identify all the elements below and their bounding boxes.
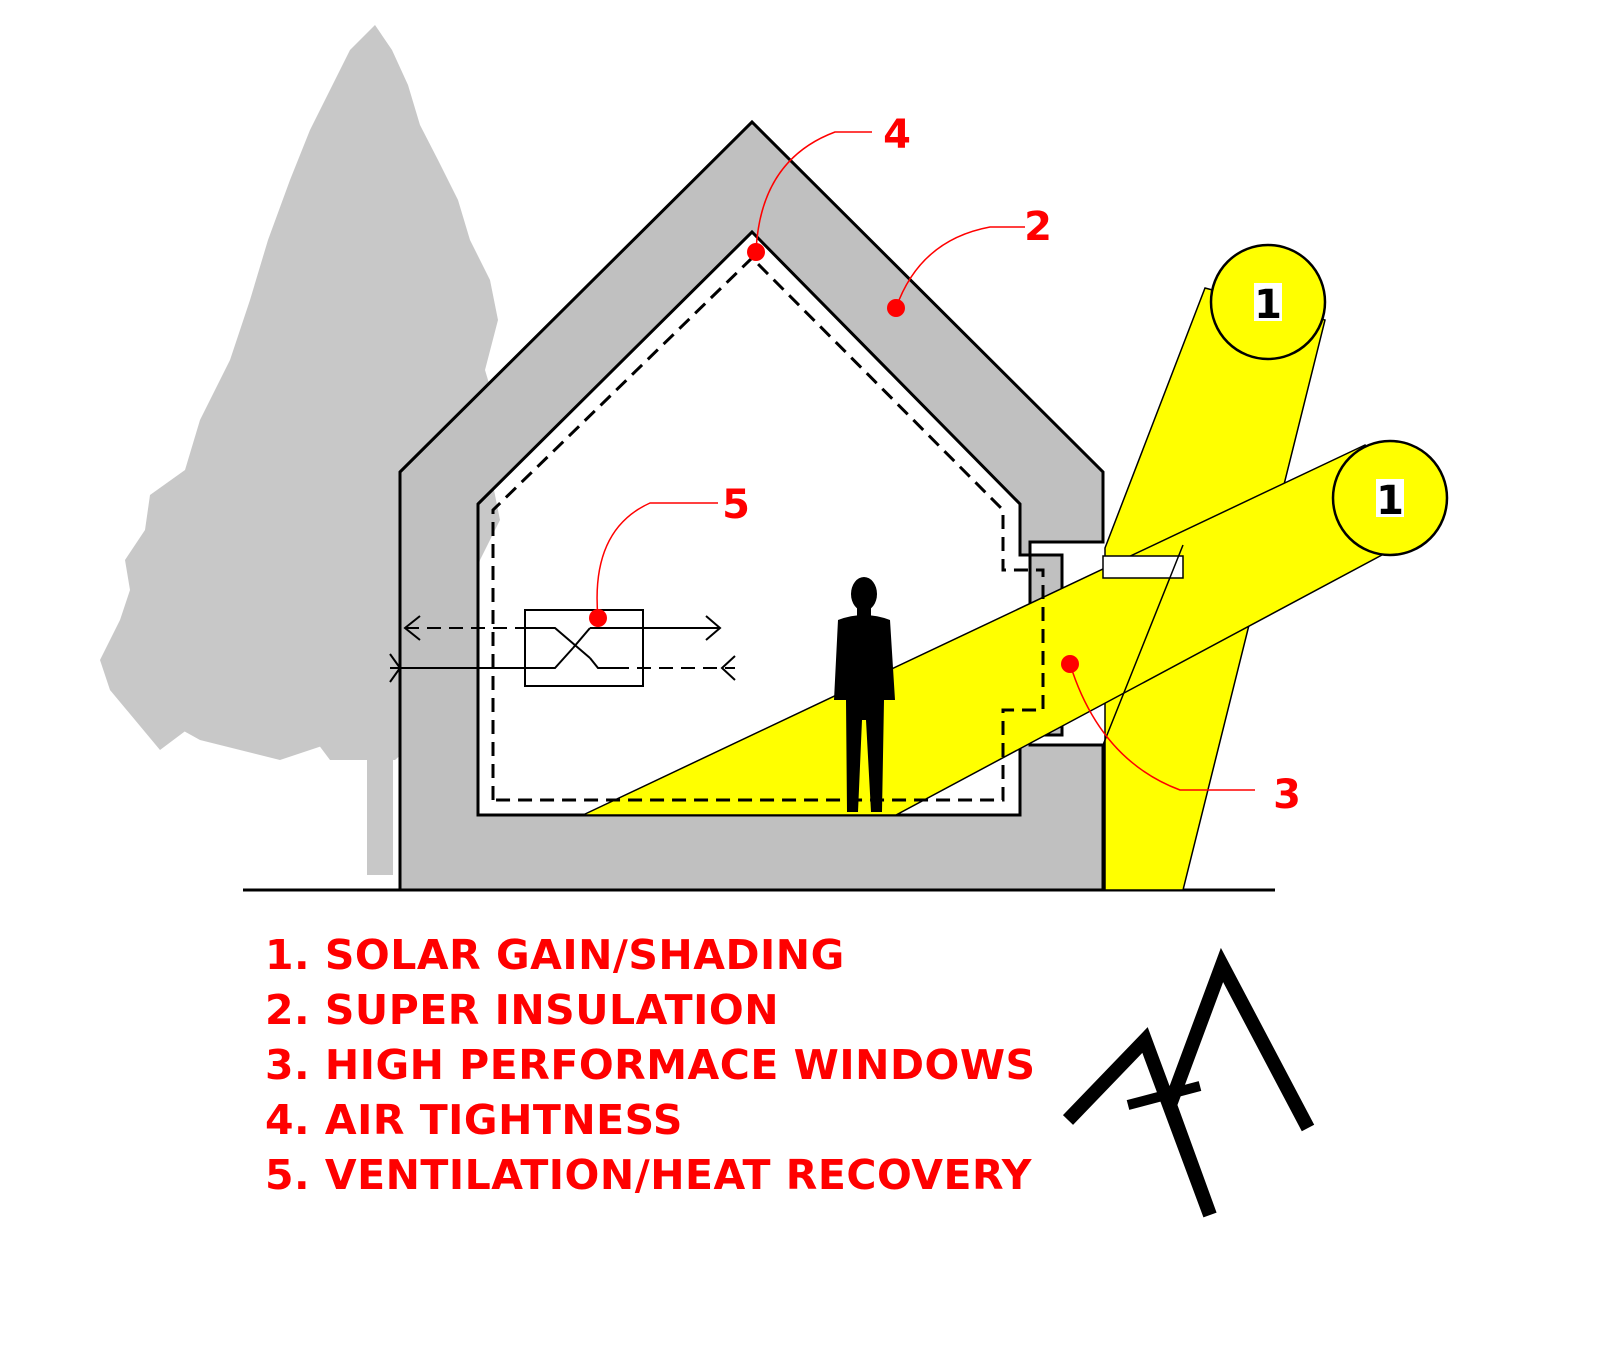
legend-item-super-insulation: 2. SUPER INSULATION [265,986,780,1034]
logo-mark [1062,947,1315,1218]
legend-item-solar-gain: 1. SOLAR GAIN/SHADING [265,931,845,979]
window-glazing [1102,555,1184,579]
heat-recovery-unit-icon [389,609,736,687]
sun-circle-1: 1 [1209,243,1327,361]
callout-label-4: 4 [883,112,911,158]
callout-dot-5 [589,609,607,627]
callout-leaders [596,131,1255,791]
callout-label-3: 3 [1273,772,1301,818]
person-silhouette [834,577,895,812]
callout-label-2: 2 [1024,204,1052,250]
sun-label-2: 1 [1376,478,1404,524]
sun-beam-window [582,443,1396,816]
sun-label-1: 1 [1254,282,1282,328]
legend-item-ventilation: 5. VENTILATION/HEAT RECOVERY [265,1151,1032,1199]
legend-item-windows: 3. HIGH PERFORMACE WINDOWS [265,1041,1036,1089]
callout-dot-2 [887,299,905,317]
callout-dot-4 [747,243,765,261]
callout-dot-3 [1061,655,1079,673]
legend-item-air-tightness: 4. AIR TIGHTNESS [265,1096,683,1144]
callout-label-5: 5 [722,482,750,528]
legend-list: 1. SOLAR GAIN/SHADING 2. SUPER INSULATIO… [265,928,1036,1203]
air-tightness-line [491,255,1045,802]
sun-circle-2: 1 [1331,439,1449,557]
